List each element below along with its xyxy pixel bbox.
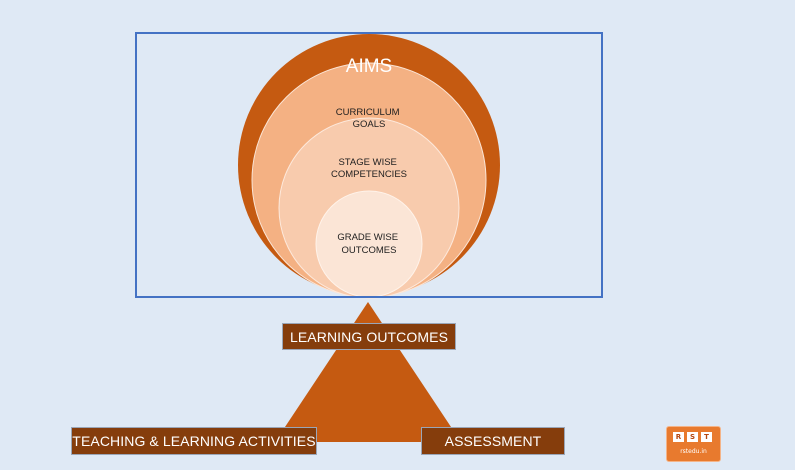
logo-letter-t: T bbox=[701, 432, 712, 442]
aims-frame bbox=[135, 32, 603, 298]
label-curriculum-goals: CURRICULUM GOALS bbox=[336, 107, 403, 130]
label-stage-wise-line1: STAGE WISE bbox=[338, 157, 396, 168]
logo-letter-s: S bbox=[687, 432, 698, 442]
label-curriculum-goals-line1: CURRICULUM bbox=[336, 107, 400, 118]
rst-logo: R S T rstedu.in bbox=[666, 426, 721, 462]
label-grade-wise-outcomes: GRADE WISE OUTCOMES bbox=[337, 232, 400, 256]
circle-grade-wise-outcomes bbox=[315, 190, 423, 298]
label-grade-wise-line2: OUTCOMES bbox=[342, 245, 397, 256]
logo-letter-r: R bbox=[673, 432, 684, 442]
assessment-label: ASSESSMENT bbox=[421, 427, 565, 455]
learning-triangle bbox=[275, 302, 461, 442]
label-grade-wise-line1: GRADE WISE bbox=[337, 232, 398, 243]
label-stage-wise-competencies: STAGE WISE COMPETENCIES bbox=[331, 157, 407, 180]
logo-letters: R S T bbox=[673, 432, 712, 442]
logo-site: rstedu.in bbox=[680, 448, 707, 455]
teaching-learning-activities-label: TEACHING & LEARNING ACTIVITIES bbox=[71, 427, 317, 455]
label-curriculum-goals-line2: GOALS bbox=[353, 119, 386, 130]
label-aims: AIMS bbox=[346, 56, 392, 77]
label-stage-wise-line2: COMPETENCIES bbox=[331, 169, 407, 180]
learning-outcomes-label: LEARNING OUTCOMES bbox=[282, 323, 456, 350]
